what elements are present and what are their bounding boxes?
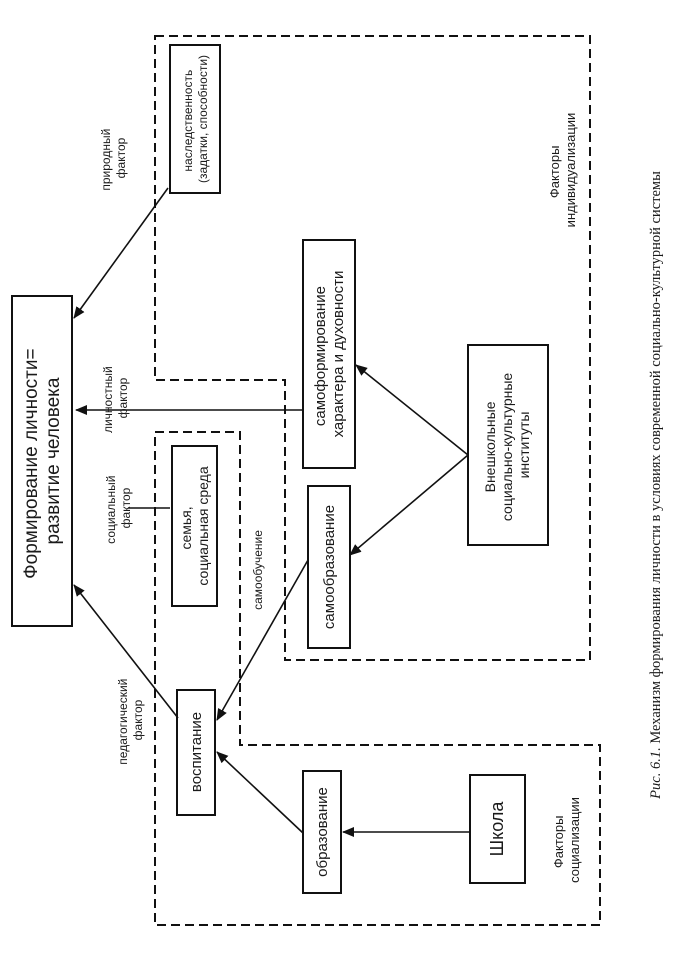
heredity-box-frame (169, 44, 221, 194)
family-box-text: семья, социальная среда (178, 466, 211, 585)
pedagogical-factor-arrow (73, 584, 179, 719)
caption-text: Механизм формирования личности в условия… (648, 171, 664, 747)
self-learning-label: самообучение (251, 530, 265, 610)
upbringing-box-frame (176, 689, 216, 816)
institutions-to-self-formation-arrow (355, 364, 469, 456)
self-education-box-text: самообразование (321, 505, 338, 629)
individualization-region (154, 35, 591, 661)
socialization-region (154, 431, 601, 926)
institutions-to-self-education-arrow (349, 454, 469, 556)
pedagogical-factor-label: педагогический фактор (116, 675, 145, 764)
self-formation-box-frame (302, 239, 356, 469)
heredity-box-text: наследственность (задатки, способности) (181, 55, 210, 183)
social-factor-label: социальный фактор (104, 472, 133, 544)
individualization-factors-label: Факторы индивидуализации (547, 113, 578, 228)
natural-factor-arrow (73, 187, 169, 319)
family-box-frame (171, 445, 218, 607)
main-box-frame (11, 295, 73, 627)
school-box-frame (469, 774, 526, 884)
personal-factor-label: личностный фактор (101, 363, 130, 433)
institutions-box-text: Внешкольные социально-культурные институ… (482, 369, 532, 521)
caption-prefix: Рис. 6.1. (648, 747, 664, 800)
education-to-upbringing-arrow (216, 751, 304, 834)
main-box-text: Формирование личности= развитие человека (21, 343, 64, 579)
socialization-factors-label: Факторы социализации (551, 797, 582, 883)
figure-caption: Рис. 6.1. Механизм формирования личности… (648, 171, 664, 800)
natural-factor-label: природный фактор (99, 125, 128, 190)
institutions-box-frame (467, 344, 549, 546)
upbringing-box-text: воспитание (188, 712, 205, 792)
self-education-box-frame (307, 485, 351, 649)
education-box-text: образование (314, 787, 331, 877)
self-education-to-upbringing-arrow (216, 559, 309, 721)
self-formation-box-text: самоформирование характера и духовности (312, 271, 347, 438)
school-box-text: Школа (487, 801, 507, 857)
